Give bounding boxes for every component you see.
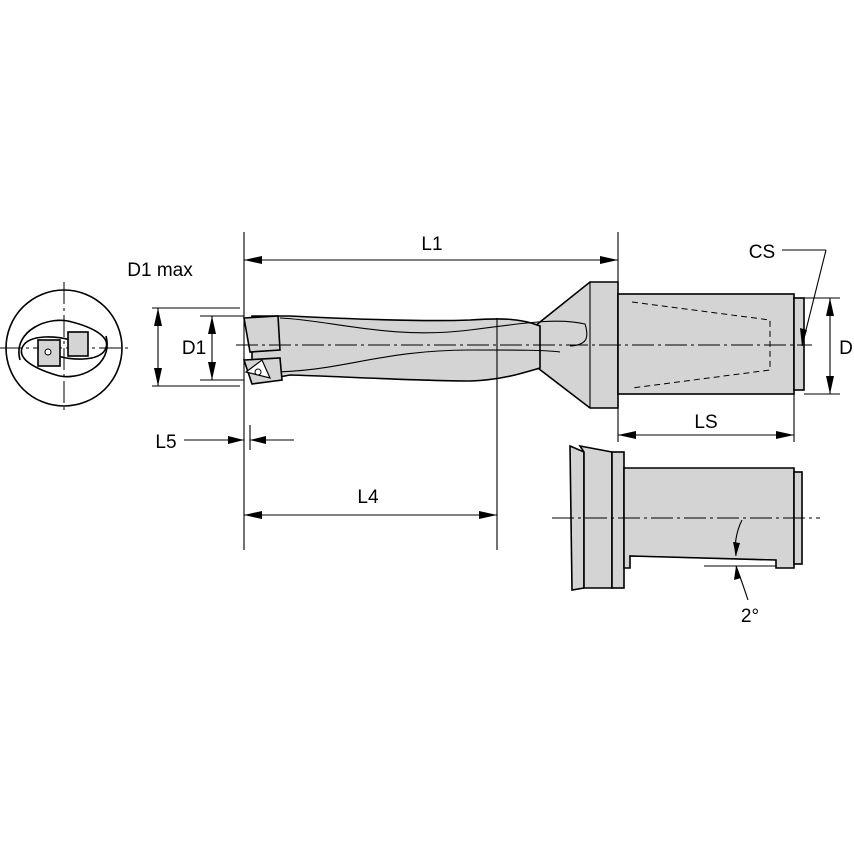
cs-label: CS [749,242,775,263]
d-arrow-bottom [826,376,834,394]
dimension-l4: L4 [244,487,497,519]
d1-arrow-bottom [208,362,216,380]
l5-label: L5 [155,432,176,453]
dimension-l5: L5 [155,432,294,453]
angle-label: 2° [741,606,759,627]
d-label: D [839,338,853,359]
l5-arrow-left [228,436,244,444]
end-view-flute-lower [20,335,108,378]
dimension-ls: LS [618,412,794,439]
shank-chamfer [793,297,805,391]
l5-arrow-right [250,436,266,444]
insert-screw [254,368,262,376]
ls-label: LS [694,412,717,433]
dimension-d: D [826,298,853,394]
l1-arrow-left [244,256,262,264]
detail-view: 2° [552,444,820,627]
d-arrow-top [826,298,834,316]
d1-label: D1 [182,338,206,359]
drill-body [251,315,541,383]
l4-arrow-left [244,511,262,519]
detail-flat-line [629,555,777,561]
l1-label: L1 [421,234,442,255]
detail-flange [578,444,613,589]
d1max-arrow-top [154,308,162,326]
drill-shank [617,293,795,395]
cs-arrow [800,328,807,346]
d1-arrow-top [208,316,216,334]
detail-flange-step [611,451,625,589]
dimension-cs: CS [749,242,827,347]
d1-max-label: D1 max [127,260,193,281]
flute-line-lower [269,349,561,373]
ls-arrow-left [618,431,636,439]
d1max-arrow-bottom [154,368,162,386]
dimension-d1: D1 [182,316,216,380]
l4-label: L4 [357,487,379,508]
angle-arrow-lower [734,566,741,580]
end-view-screw [44,348,52,356]
end-view [0,282,132,414]
flute-line-upper [279,317,588,347]
angle-arrow-upper [733,542,740,556]
dimension-l1: L1 [244,234,618,264]
end-view-flute-upper [18,319,108,361]
side-view [236,281,812,409]
drill-tip-upper [243,315,281,353]
dimension-d1-max: D1 max [127,260,193,386]
l1-arrow-right [600,256,618,264]
l4-arrow-right [479,511,497,519]
end-view-insert-2 [67,331,89,357]
ls-arrow-right [776,431,794,439]
